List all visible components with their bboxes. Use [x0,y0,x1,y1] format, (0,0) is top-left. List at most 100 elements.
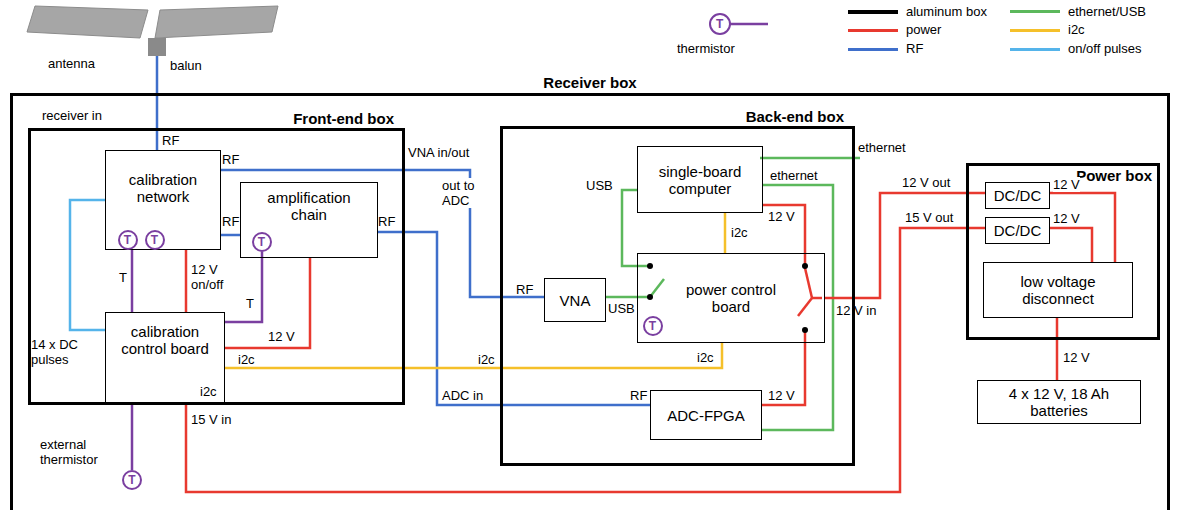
enclosure-box: Receiver boxFront-end boxcalibration net… [10,93,1170,510]
text-label: receiver in [42,108,102,123]
text-label: i2c [200,384,217,399]
signal-label: 12 V [768,388,795,403]
box-heading: Power box [1076,167,1152,184]
text-label: RF [222,214,239,229]
wire-connector [221,170,544,297]
switch-lever [798,298,812,316]
wire-connector [1050,193,1115,262]
antenna-panel [27,6,148,38]
legend-text: ethernet/USB [1068,4,1146,19]
component-box: single-board computer [637,146,763,213]
signal-label: USB [608,301,635,316]
switch-contact [647,263,653,269]
text-label: i2c [238,352,255,367]
legend-swatch [848,10,898,14]
wire-connector [622,190,637,266]
signal-label: 12 V [268,329,295,344]
switch-lead [812,297,822,300]
signal-label: 12 V on/off [191,262,237,292]
thermistor-mark: T [124,234,131,246]
text-label: RF [516,282,533,297]
component-box: VNA [544,278,606,322]
thermistor-mark: T [128,474,135,486]
component-box: DC/DC [985,217,1050,244]
box-heading: Receiver box [543,74,636,91]
signal-label: out to ADC [442,178,486,208]
thermistor-mark: T [151,234,158,246]
wire-connector [762,343,805,405]
thermistor-lead [730,23,768,26]
box-label: power control board [682,281,780,315]
box-label: calibration control board [116,323,214,357]
wire-connector [70,200,105,330]
text-label: antenna [48,56,95,71]
thermistor-mark: T [258,236,265,248]
switch-contact [802,327,808,333]
text-label: RF [378,214,395,229]
wire-connector [1050,228,1092,262]
wire-connector [606,296,637,299]
signal-label: 12 V [768,209,795,224]
legend-text: thermistor [677,41,735,56]
component-box: calibration networkT T [105,150,221,250]
box-label: low voltage disconnect [994,273,1122,307]
signal-label: 12 V [1053,177,1080,192]
signal-label: 12 V [1063,350,1090,365]
box-label: amplification chain [251,189,367,223]
switch-contact [647,294,653,300]
component-box: 4 x 12 V, 18 Ah batteries [977,380,1141,424]
wire-connector [221,234,240,237]
legend-swatch [1010,48,1060,51]
signal-label: 12 V out [902,175,950,190]
wire-connector [131,250,134,312]
wire-connector [225,343,722,368]
box-label: VNA [560,292,591,309]
box-label: DC/DC [994,222,1042,239]
legend-swatch [848,29,898,32]
box-label: 4 x 12 V, 18 Ah batteries [988,385,1130,419]
box-label: ADC-FPGA [667,407,745,424]
signal-label: T [119,270,127,285]
ethernet-wire [760,157,860,160]
antenna-panel [155,6,278,38]
power-switch [798,253,822,343]
signal-label: i2c [731,225,748,240]
wire-connector [762,185,833,430]
thermistor-circle [710,14,730,34]
box-label: calibration network [116,171,210,205]
legend-text: aluminum box [906,4,987,19]
box-label: single-board computer [648,163,752,197]
wire-connector [225,258,310,348]
thermistor-mark: T [649,320,656,332]
thermistor-circle: T [643,316,663,336]
wire-connector [825,193,985,298]
box-heading: Back-end box [746,108,844,125]
thermistor-circle: T [252,232,272,252]
wire-connector [378,232,650,405]
legend-text: i2c [1068,22,1085,37]
legend-swatch [1010,10,1060,13]
legend-swatch [848,48,898,51]
text-label: ADC in [442,388,483,403]
legend-thermistor-symbol [710,14,768,34]
component-box: ADC-FPGA [650,390,762,440]
wire-connector [763,205,805,253]
wire-connector [185,250,188,312]
signal-label: 12 V [1053,211,1080,226]
legend-text: power [906,22,941,37]
signal-label: i2c [697,350,714,365]
text-label: RF [222,152,239,167]
signal-label: USB [586,178,613,193]
text-label: i2c [478,352,495,367]
switch-lever [650,279,664,297]
box-label: DC/DC [994,187,1042,204]
legend-swatch [1010,29,1060,32]
box-heading: Front-end box [293,110,394,127]
rf-wire [156,56,159,150]
text-label: ethernet [858,140,906,155]
balun-symbol [148,38,166,56]
wire-connector [131,404,134,470]
switch-lever [805,268,812,298]
signal-label: 14 x DC pulses [31,337,103,367]
signal-label: VNA in/out [408,145,469,160]
